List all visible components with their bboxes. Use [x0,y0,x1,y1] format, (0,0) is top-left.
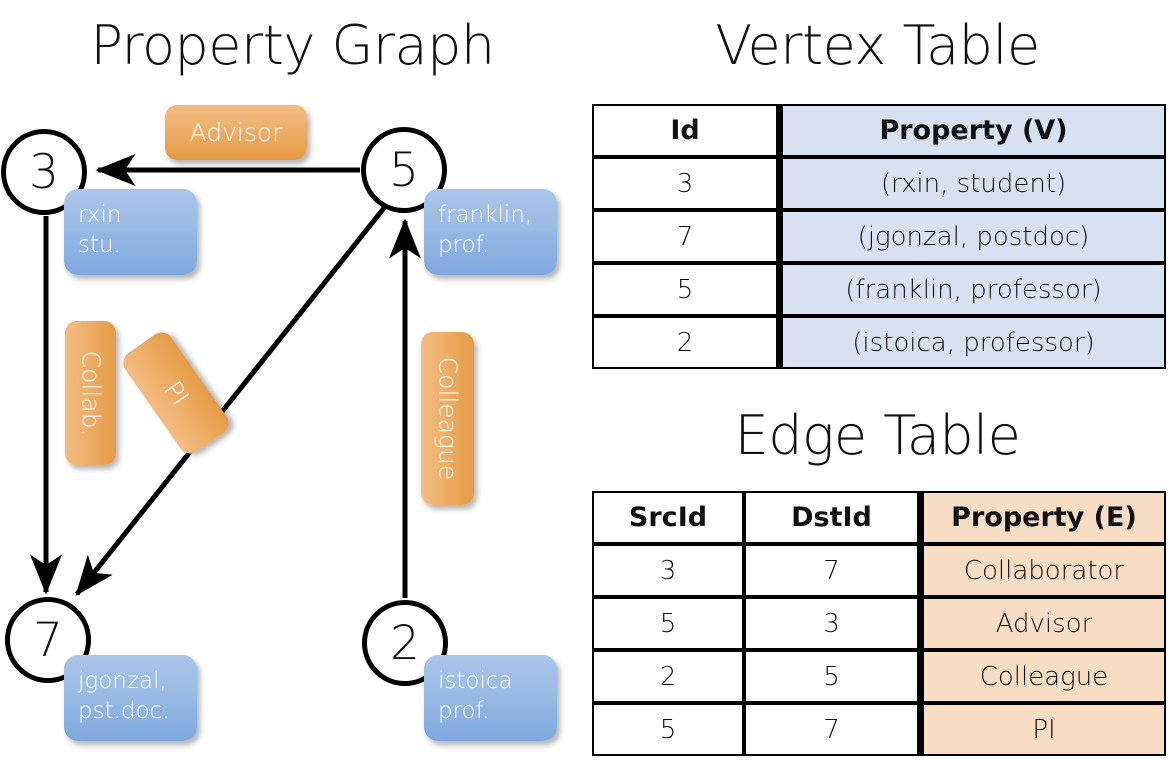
edge-table: SrcId DstId Property (E) 3 7 Collaborato… [592,491,1166,756]
graph-node-5[interactable]: 5 [361,127,447,213]
table-row: 5 (franklin, professor) [592,263,1166,316]
table-row: 2 5 Colleague [592,650,1166,703]
edge-cell-property: Colleague [919,650,1166,703]
table-row: 3 7 Collaborator [592,544,1166,597]
edge-table-header-dstid: DstId [744,491,919,544]
vertex-cell-property: (franklin, professor) [778,263,1166,316]
edge-cell-property: PI [919,703,1166,756]
vertex-table-header-row: Id Property (V) [592,104,1166,157]
edge-label-colleague: Colleague [421,332,474,505]
edge-cell-dstid: 7 [744,703,919,756]
edge-label-advisor: Advisor [165,105,307,160]
edge-label-pi-text: PI [157,375,195,411]
table-row: 3 (rxin, student) [592,157,1166,210]
property-graph-diagram: 3 5 7 2 rxin stu. franklin, prof. jgonza… [1,105,557,741]
edge-cell-srcid: 5 [592,703,744,756]
edge-table-header-property: Property (E) [919,491,1166,544]
page-title-vertex-table: Vertex Table [715,14,1040,77]
edge-cell-dstid: 5 [744,650,919,703]
edge-cell-dstid: 3 [744,597,919,650]
vertex-cell-id: 7 [592,210,778,263]
vertex-cell-id: 2 [592,316,778,369]
page-title-edge-table: Edge Table [734,404,1021,467]
vertex-cell-id: 3 [592,157,778,210]
edge-label-collab-text: Collab. [76,350,105,436]
table-row: 2 (istoica, professor) [592,316,1166,369]
edge-label-advisor-text: Advisor [189,118,283,147]
edge-table-header-srcid: SrcId [592,491,744,544]
graph-edge-5-7 [75,206,386,596]
vertex-table-header-id: Id [592,104,778,157]
edge-label-colleague-text: Colleague [433,356,463,481]
vertex-cell-property: (istoica, professor) [778,316,1166,369]
node-property-box-istoica: istoica prof. [424,655,557,741]
graph-node-2[interactable]: 2 [362,600,448,686]
edge-cell-srcid: 5 [592,597,744,650]
edge-table-header-row: SrcId DstId Property (E) [592,491,1166,544]
vertex-cell-id: 5 [592,263,778,316]
vertex-table-header-property: Property (V) [778,104,1166,157]
vertex-cell-property: (jgonzal, postdoc) [778,210,1166,263]
edge-cell-srcid: 2 [592,650,744,703]
node-property-box-franklin: franklin, prof. [424,189,557,275]
edge-cell-property: Collaborator [919,544,1166,597]
edge-cell-property: Advisor [919,597,1166,650]
edge-cell-srcid: 3 [592,544,744,597]
node-property-box-jgonzal: jgonzal, pst.doc. [64,655,197,741]
vertex-cell-property: (rxin, student) [778,157,1166,210]
edge-label-collab: Collab. [65,321,116,465]
table-row: 5 3 Advisor [592,597,1166,650]
table-row: 7 (jgonzal, postdoc) [592,210,1166,263]
vertex-table: Id Property (V) 3 (rxin, student) 7 (jgo… [592,104,1166,369]
table-row: 5 7 PI [592,703,1166,756]
edge-cell-dstid: 7 [744,544,919,597]
page-title-property-graph: Property Graph [90,14,495,77]
graph-edge-lines [30,154,421,598]
node-property-box-rxin: rxin stu. [64,189,197,275]
